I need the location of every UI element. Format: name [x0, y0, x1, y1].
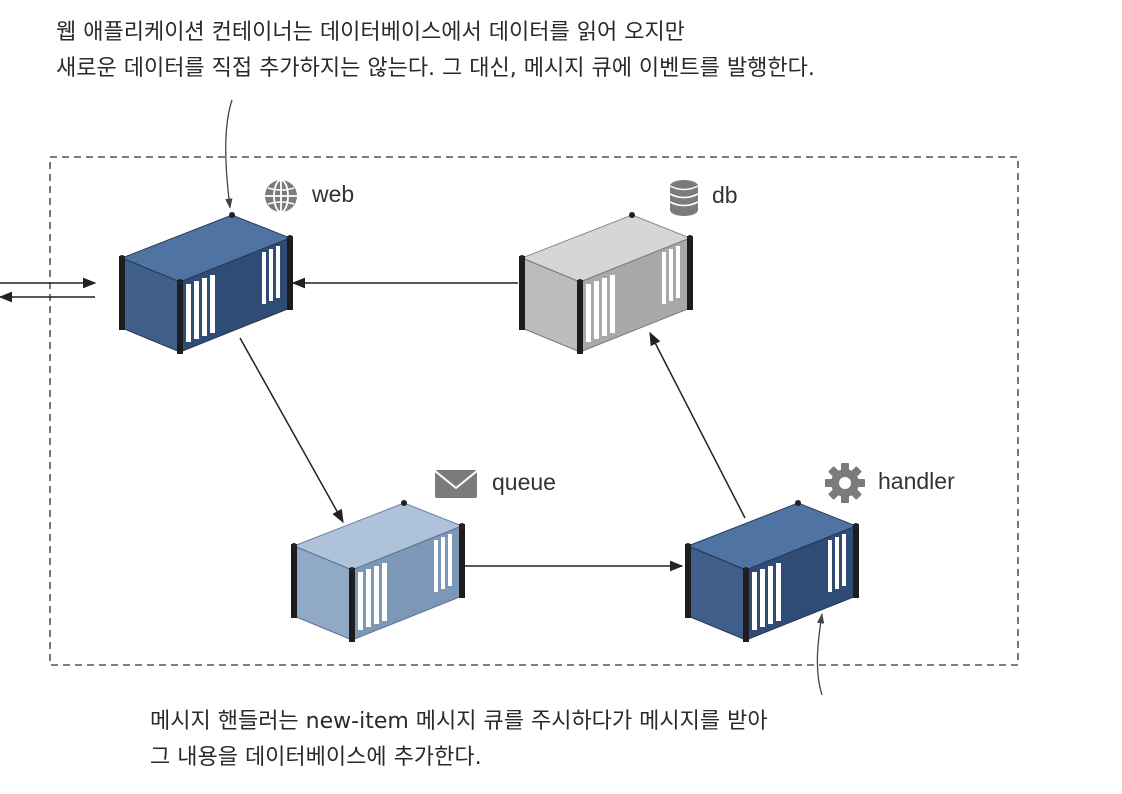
edge-web-to-queue [239, 337, 344, 524]
top-caption-line-1: 웹 애플리케이션 컨테이너는 데이터베이스에서 데이터를 읽어 오지만 [56, 20, 685, 45]
envelope-icon [434, 470, 478, 498]
db-label: db [712, 182, 738, 208]
system-boundary [49, 156, 1019, 666]
handler-container [685, 500, 859, 642]
web-label: web [312, 181, 355, 207]
bottom-caption: 메시지 핸들러는 new-item 메시지 큐를 주시하다가 메시지를 받아 그… [150, 704, 768, 776]
database-icon [669, 180, 699, 216]
bottom-callout-line [816, 612, 825, 696]
queue-label: queue [492, 469, 556, 495]
handler-label: handler [878, 468, 955, 494]
db-container [519, 212, 693, 354]
gear-icon [825, 463, 865, 503]
globe-icon [265, 179, 297, 213]
bottom-caption-line-2: 그 내용을 데이터베이스에 추가한다. [150, 745, 482, 770]
queue-container [291, 500, 465, 642]
web-container [119, 212, 293, 354]
edge-handler-to-db [649, 331, 746, 519]
top-caption: 웹 애플리케이션 컨테이너는 데이터베이스에서 데이터를 읽어 오지만 새로운 … [56, 15, 815, 87]
bottom-caption-line-1: 메시지 핸들러는 new-item 메시지 큐를 주시하다가 메시지를 받아 [150, 709, 768, 734]
top-callout-line [225, 99, 233, 210]
top-caption-line-2: 새로운 데이터를 직접 추가하지는 않는다. 그 대신, 메시지 큐에 이벤트를… [56, 56, 815, 81]
